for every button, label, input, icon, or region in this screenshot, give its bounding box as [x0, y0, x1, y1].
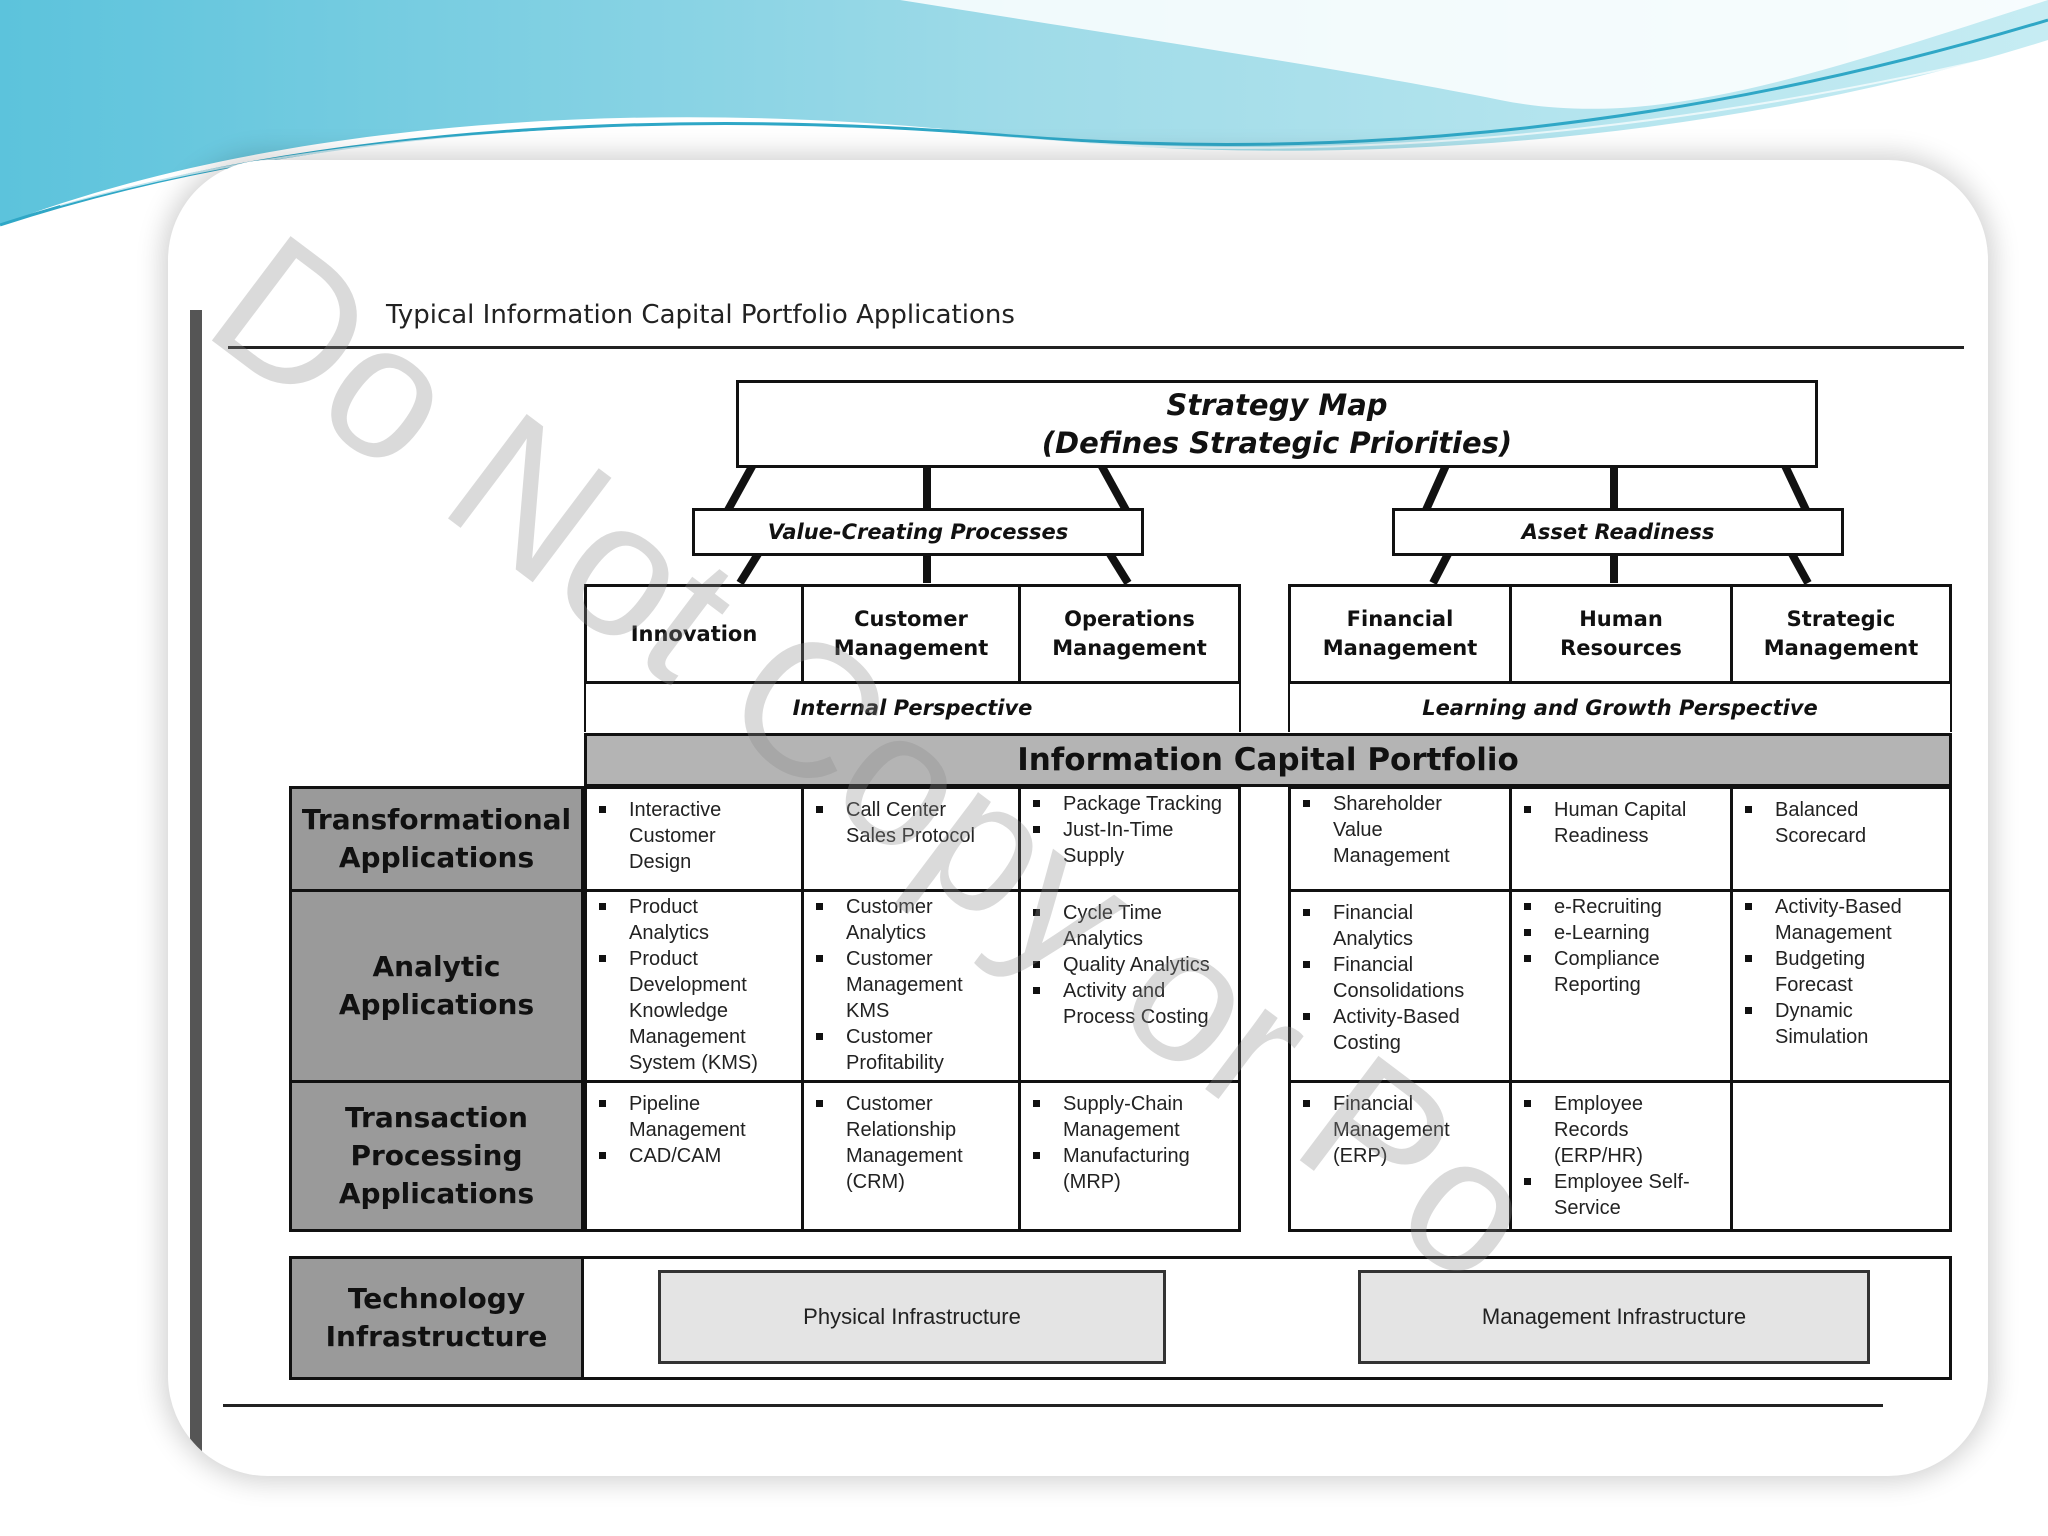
process-label: Human Resources [1560, 607, 1682, 660]
row-label-text: Technology Infrastructure [325, 1282, 548, 1353]
list-item: Shareholder Value Management [1301, 791, 1505, 869]
list-item: Just-In-Time Supply [1031, 817, 1234, 869]
header-wave-decoration [0, 0, 2048, 227]
cell-transaction-financial: Financial Management (ERP) [1288, 1080, 1512, 1232]
list-item: Balanced Scorecard [1743, 797, 1945, 849]
list-item: Employee Records (ERP/HR) [1522, 1091, 1726, 1169]
strategy-map-box: Strategy Map (Defines Strategic Prioriti… [736, 380, 1818, 468]
list-item: Human Capital Readiness [1522, 797, 1726, 849]
list-item: Customer Profitability [814, 1024, 1014, 1076]
process-human-resources: Human Resources [1509, 584, 1733, 684]
physical-infrastructure-label: Physical Infrastructure [803, 1304, 1021, 1329]
process-label: Customer Management [833, 607, 989, 660]
row-label-technology: Technology Infrastructure [289, 1256, 584, 1380]
internal-perspective-label: Internal Perspective [584, 684, 1241, 732]
row-label-analytic: Analytic Applications [289, 889, 584, 1083]
cell-transformational-customer: Call Center Sales Protocol [801, 786, 1021, 892]
strategy-map-title: Strategy Map [1166, 388, 1388, 422]
learning-growth-perspective-label: Learning and Growth Perspective [1288, 684, 1952, 732]
bottom-rule [223, 1404, 1883, 1407]
list-item: Supply-Chain Management [1031, 1091, 1234, 1143]
list-item: Customer Relationship Management (CRM) [814, 1091, 1014, 1195]
process-label: Operations Management [1052, 607, 1207, 660]
process-innovation: Innovation [584, 584, 804, 684]
cell-transaction-customer: Customer Relationship Management (CRM) [801, 1080, 1021, 1232]
process-label: Strategic Management [1763, 607, 1919, 660]
row-label-transformational: Transformational Applications [289, 786, 584, 892]
asset-readiness-box: Asset Readiness [1392, 508, 1844, 556]
list-item: Quality Analytics [1031, 952, 1234, 978]
list-item: CAD/CAM [597, 1143, 797, 1169]
cell-analytic-customer: Customer Analytics Customer Management K… [801, 889, 1021, 1083]
list-item: Cycle Time Analytics [1031, 900, 1234, 952]
list-item: Activity-Based Costing [1301, 1004, 1505, 1056]
list-item: Manufacturing (MRP) [1031, 1143, 1234, 1195]
cell-analytic-innovation: Product Analytics Product Development Kn… [584, 889, 804, 1083]
row-label-text: Transaction Processing Applications [338, 1101, 535, 1210]
list-item: Pipeline Management [597, 1091, 797, 1143]
figure-frame: Typical Information Capital Portfolio Ap… [168, 160, 1988, 1476]
list-item: Compliance Reporting [1522, 946, 1726, 998]
cell-analytic-human: e-Recruiting e-Learning Compliance Repor… [1509, 889, 1733, 1083]
value-creating-processes-label: Value-Creating Processes [767, 520, 1069, 544]
process-label: Innovation [630, 621, 758, 646]
list-item: Dynamic Simulation [1743, 998, 1945, 1050]
list-item: e-Learning [1522, 920, 1726, 946]
list-item: Package Tracking [1031, 791, 1234, 817]
information-capital-portfolio-header: Information Capital Portfolio [584, 733, 1952, 787]
process-label: Financial Management [1322, 607, 1478, 660]
cell-analytic-operations: Cycle Time Analytics Quality Analytics A… [1018, 889, 1241, 1083]
list-item: Product Analytics [597, 894, 797, 946]
list-item: Financial Consolidations [1301, 952, 1505, 1004]
portfolio-title: Information Capital Portfolio [1017, 742, 1519, 778]
asset-readiness-label: Asset Readiness [1521, 520, 1715, 544]
cell-transaction-strategic [1730, 1080, 1952, 1232]
row-label-transaction: Transaction Processing Applications [289, 1080, 584, 1232]
top-rule [228, 346, 1964, 349]
row-label-text: Transformational Applications [301, 803, 572, 874]
row-label-text: Analytic Applications [338, 950, 535, 1021]
list-item: Interactive Customer Design [597, 797, 797, 875]
process-financial-management: Financial Management [1288, 584, 1512, 684]
cell-analytic-strategic: Activity-Based Management Budgeting Fore… [1730, 889, 1952, 1083]
process-strategic-management: Strategic Management [1730, 584, 1952, 684]
cell-transaction-human: Employee Records (ERP/HR) Employee Self-… [1509, 1080, 1733, 1232]
list-item: Product Development Knowledge Management… [597, 946, 797, 1076]
strategy-map-subtitle: (Defines Strategic Priorities) [1041, 426, 1513, 460]
process-operations-management: Operations Management [1018, 584, 1241, 684]
list-item: Activity-Based Management [1743, 894, 1945, 946]
list-item: Activity and Process Costing [1031, 978, 1234, 1030]
list-item: Employee Self- Service [1522, 1169, 1726, 1221]
internal-perspective-text: Internal Perspective [792, 696, 1033, 720]
figure-title: Typical Information Capital Portfolio Ap… [386, 300, 1015, 330]
list-item: Call Center Sales Protocol [814, 797, 1014, 849]
cell-transformational-strategic: Balanced Scorecard [1730, 786, 1952, 892]
list-item: Financial Analytics [1301, 900, 1505, 952]
cell-transformational-financial: Shareholder Value Management [1288, 786, 1512, 892]
list-item: e-Recruiting [1522, 894, 1726, 920]
cell-transaction-operations: Supply-Chain Management Manufacturing (M… [1018, 1080, 1241, 1232]
process-customer-management: Customer Management [801, 584, 1021, 684]
management-infrastructure-box: Management Infrastructure [1358, 1270, 1870, 1364]
sidebar-rule [190, 310, 202, 1460]
list-item: Financial Management (ERP) [1301, 1091, 1505, 1169]
management-infrastructure-label: Management Infrastructure [1481, 1304, 1747, 1329]
cell-transaction-innovation: Pipeline Management CAD/CAM [584, 1080, 804, 1232]
list-item: Customer Analytics [814, 894, 1014, 946]
cell-transformational-human: Human Capital Readiness [1509, 786, 1733, 892]
cell-analytic-financial: Financial Analytics Financial Consolidat… [1288, 889, 1512, 1083]
value-creating-processes-box: Value-Creating Processes [692, 508, 1144, 556]
learning-growth-perspective-text: Learning and Growth Perspective [1422, 696, 1818, 720]
cell-transformational-innovation: Interactive Customer Design [584, 786, 804, 892]
list-item: Customer Management KMS [814, 946, 1014, 1024]
list-item: Budgeting Forecast [1743, 946, 1945, 998]
physical-infrastructure-box: Physical Infrastructure [658, 1270, 1166, 1364]
cell-transformational-operations: Package Tracking Just-In-Time Supply [1018, 786, 1241, 892]
